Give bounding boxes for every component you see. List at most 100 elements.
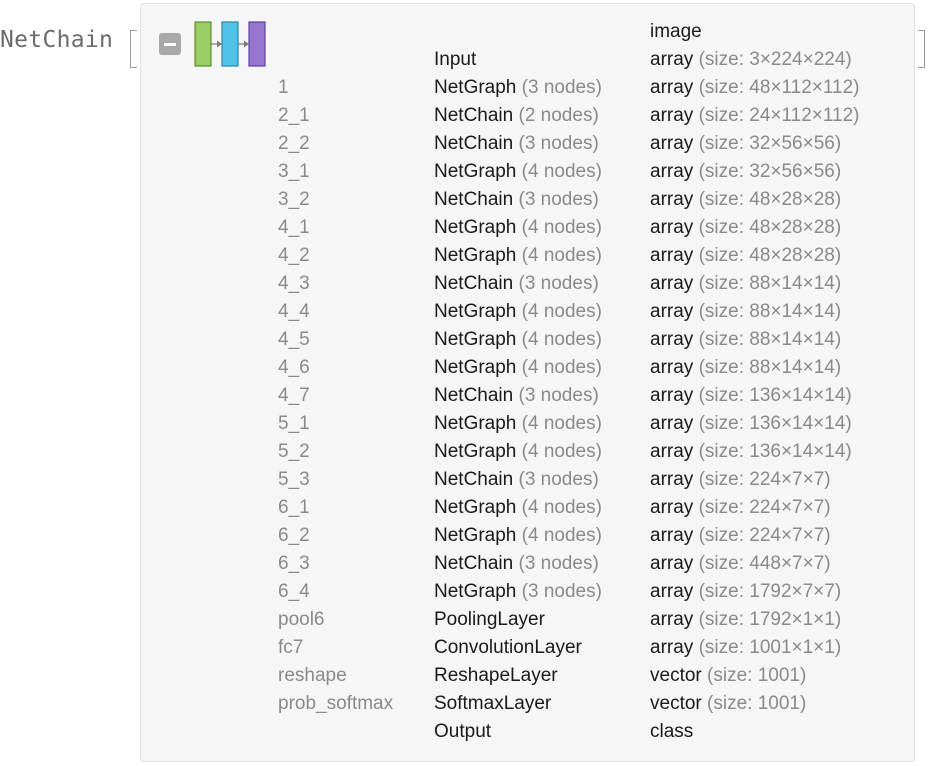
layer-output-port: array (size: 3×224×224) (650, 46, 852, 74)
layer-node-count: (3 nodes) (521, 581, 602, 602)
layer-type: NetGraph (4 nodes) (434, 326, 602, 354)
port-size: (size: 1001) (707, 693, 807, 714)
layer-node-count: (4 nodes) (521, 245, 602, 266)
layer-node-count: (3 nodes) (521, 77, 602, 98)
port-size: (size: 88×14×14) (698, 357, 842, 378)
layer-type: NetChain (3 nodes) (434, 186, 599, 214)
layer-type-name: SoftmaxLayer (434, 693, 552, 714)
port-kind: array (650, 441, 694, 462)
layer-name: 4_6 (278, 357, 310, 378)
layer-name: 3_2 (278, 189, 310, 210)
layer-output-port: array (size: 224×7×7) (650, 494, 831, 522)
layer-type-name: ReshapeLayer (434, 665, 558, 686)
layer-node-count: (3 nodes) (518, 133, 599, 154)
port-size: (size: 48×28×28) (698, 189, 842, 210)
layer-node-count: (4 nodes) (521, 329, 602, 350)
port-size: (size: 88×14×14) (698, 301, 842, 322)
layer-type-name: NetChain (434, 273, 514, 294)
layer-type: SoftmaxLayer (434, 690, 551, 718)
port-kind: array (650, 609, 694, 630)
layer-type: NetChain (3 nodes) (434, 130, 599, 158)
layer-type-name: NetGraph (434, 497, 517, 518)
port-kind: array (650, 581, 694, 602)
layer-node-count: (4 nodes) (521, 497, 602, 518)
port-kind: vector (650, 665, 702, 686)
layer-type-name: Input (434, 49, 477, 70)
layer-name: 4_2 (278, 245, 310, 266)
layer-output-port: array (size: 88×14×14) (650, 270, 841, 298)
port-kind: array (650, 133, 694, 154)
port-kind: array (650, 273, 694, 294)
layer-type: NetChain (2 nodes) (434, 102, 599, 130)
port-kind: vector (650, 693, 702, 714)
layer-name: 3_1 (278, 161, 310, 182)
layer-type: NetGraph (3 nodes) (434, 578, 602, 606)
port-kind: array (650, 49, 694, 70)
layer-node-count: (3 nodes) (518, 385, 599, 406)
port-size: (size: 1792×1×1) (698, 609, 842, 630)
port-kind: array (650, 245, 694, 266)
layer-type-name: NetGraph (434, 77, 517, 98)
layer-type-name: NetChain (434, 553, 514, 574)
layer-name: 6_4 (278, 581, 310, 602)
layer-type: NetGraph (4 nodes) (434, 158, 602, 186)
port-kind: array (650, 77, 694, 98)
port-size: (size: 88×14×14) (698, 273, 842, 294)
port-size: (size: 224×7×7) (698, 525, 831, 546)
layer-name: 5_2 (278, 441, 310, 462)
layer-name: 4_1 (278, 217, 310, 238)
port-size: (size: 224×7×7) (698, 469, 831, 490)
layer-node-count: (4 nodes) (521, 413, 602, 434)
layer-name: 6_1 (278, 497, 310, 518)
port-kind: array (650, 553, 694, 574)
layer-node-count: (3 nodes) (518, 273, 599, 294)
layer-name: 4_7 (278, 385, 310, 406)
layer-type-name: NetGraph (434, 441, 517, 462)
port-size: (size: 32×56×56) (698, 161, 842, 182)
layer-type: NetGraph (4 nodes) (434, 494, 602, 522)
layer-node-count: (3 nodes) (518, 553, 599, 574)
port-kind: array (650, 161, 694, 182)
layer-name: fc7 (278, 637, 304, 658)
layer-type-name: PoolingLayer (434, 609, 545, 630)
layer-output-port: array (size: 224×7×7) (650, 522, 831, 550)
layer-type-name: NetChain (434, 105, 514, 126)
layer-type-name: NetGraph (434, 161, 517, 182)
layer-name: 4_5 (278, 329, 310, 350)
layer-output-port: array (size: 136×14×14) (650, 438, 852, 466)
port-size: (size: 1001×1×1) (698, 637, 842, 658)
layer-type: NetGraph (4 nodes) (434, 214, 602, 242)
layer-output-port: array (size: 1792×1×1) (650, 606, 841, 634)
layer-output-port: vector (size: 1001) (650, 662, 806, 690)
layer-name: 4_4 (278, 301, 310, 322)
layer-output-port: class (650, 718, 693, 746)
layer-type-name: NetChain (434, 469, 514, 490)
port-size: (size: 1001) (707, 665, 807, 686)
port-size: (size: 48×28×28) (698, 245, 842, 266)
layer-type: NetGraph (4 nodes) (434, 522, 602, 550)
layer-type: NetGraph (4 nodes) (434, 354, 602, 382)
layer-node-count: (4 nodes) (521, 161, 602, 182)
layer-name: 6_3 (278, 553, 310, 574)
layer-name: reshape (278, 665, 347, 686)
layer-type: NetGraph (4 nodes) (434, 438, 602, 466)
layer-type-name: NetGraph (434, 329, 517, 350)
port-kind: array (650, 189, 694, 210)
port-kind: array (650, 301, 694, 322)
port-kind: array (650, 357, 694, 378)
layer-type: NetChain (3 nodes) (434, 270, 599, 298)
layer-type-name: NetGraph (434, 301, 517, 322)
port-kind: array (650, 329, 694, 350)
layer-type: Output (434, 718, 491, 746)
port-kind: array (650, 525, 694, 546)
layer-output-port: array (size: 48×28×28) (650, 186, 841, 214)
layer-node-count: (4 nodes) (521, 301, 602, 322)
layer-output-port: vector (size: 1001) (650, 690, 806, 718)
minus-icon[interactable] (159, 33, 181, 55)
port-size: (size: 32×56×56) (698, 133, 842, 154)
layer-name: 4_3 (278, 273, 310, 294)
port-size: (size: 136×14×14) (698, 441, 852, 462)
layer-type-name: NetGraph (434, 525, 517, 546)
port-kind: array (650, 637, 694, 658)
port-size: (size: 448×7×7) (698, 553, 831, 574)
